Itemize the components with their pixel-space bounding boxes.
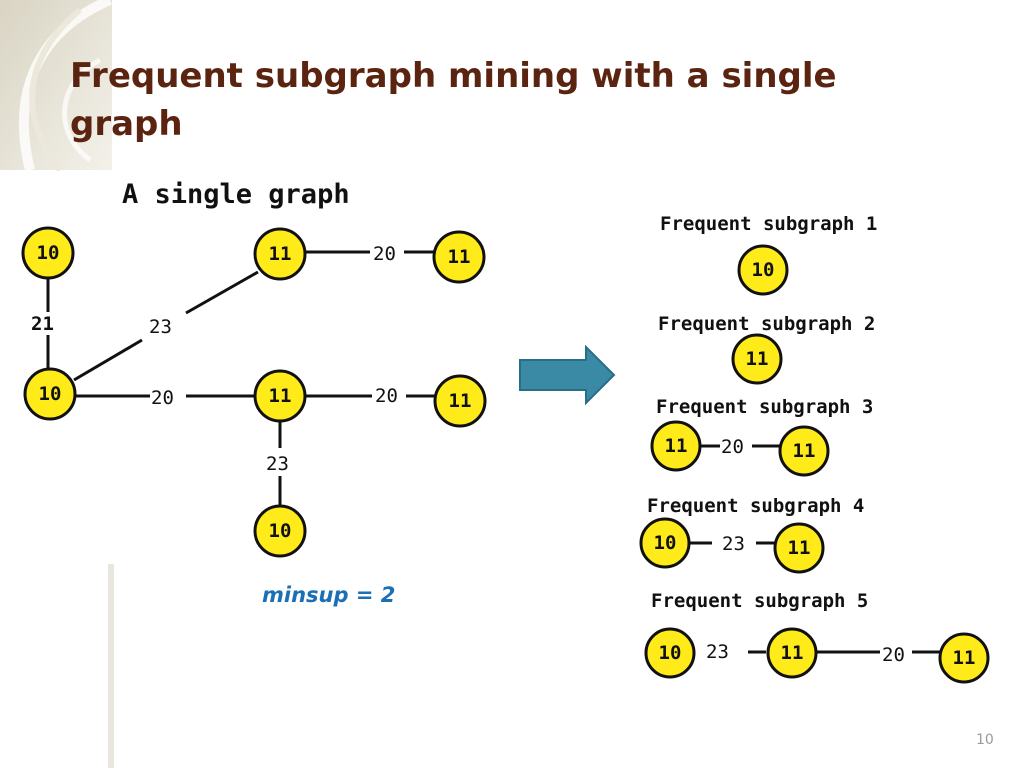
node-label: 10 bbox=[752, 259, 775, 281]
page-number: 10 bbox=[976, 732, 994, 748]
node-label: 11 bbox=[269, 243, 292, 265]
subgraph-node: 11 bbox=[938, 632, 990, 684]
frequent-subgraph-heading: Frequent subgraph 5 bbox=[651, 590, 868, 612]
subgraph-node: 11 bbox=[778, 425, 830, 477]
frequent-subgraph-heading: Frequent subgraph 1 bbox=[660, 213, 877, 235]
node-label: 10 bbox=[269, 520, 292, 542]
edge-label: 23 bbox=[722, 533, 745, 555]
frequent-subgraph-heading: Frequent subgraph 3 bbox=[656, 396, 873, 418]
single-graph-heading: A single graph bbox=[122, 179, 350, 210]
subgraph-node: 10 bbox=[639, 517, 691, 569]
edge-label: 23 bbox=[266, 453, 289, 475]
edge-label: 20 bbox=[375, 385, 398, 407]
minsup-label: minsup = 2 bbox=[262, 583, 396, 607]
node-label: 11 bbox=[665, 435, 688, 457]
node-label: 11 bbox=[788, 537, 811, 559]
graph-node: 11 bbox=[253, 369, 307, 423]
edge-label: 21 bbox=[31, 313, 54, 335]
graph-node: 11 bbox=[432, 230, 486, 284]
node-label: 11 bbox=[781, 642, 804, 664]
graph-node: 10 bbox=[21, 226, 75, 280]
node-label: 11 bbox=[449, 390, 472, 412]
subgraph-node: 11 bbox=[731, 333, 783, 385]
node-label: 10 bbox=[37, 242, 60, 264]
edge-b-c-upper bbox=[185, 270, 259, 315]
node-label: 11 bbox=[269, 385, 292, 407]
graph-node: 10 bbox=[23, 367, 77, 421]
edge-label: 20 bbox=[882, 644, 905, 666]
edge-label: 23 bbox=[149, 316, 172, 338]
node-label: 10 bbox=[659, 642, 682, 664]
frequent-subgraph-heading: Frequent subgraph 4 bbox=[647, 495, 864, 517]
subgraph-node: 11 bbox=[773, 522, 825, 574]
frequent-subgraph-heading: Frequent subgraph 2 bbox=[658, 313, 875, 335]
graph-node: 11 bbox=[253, 227, 307, 281]
node-label: 10 bbox=[654, 532, 677, 554]
edge-b-c-lower bbox=[73, 338, 143, 382]
edge-label: 20 bbox=[721, 436, 744, 458]
edge-label: 23 bbox=[706, 641, 729, 663]
subgraph-node: 10 bbox=[737, 244, 789, 296]
slide-title: Frequent subgraph mining with a single g… bbox=[70, 56, 837, 144]
node-label: 11 bbox=[448, 246, 471, 268]
node-label: 11 bbox=[746, 348, 769, 370]
right-arrow-icon bbox=[519, 344, 616, 406]
node-label: 11 bbox=[953, 647, 976, 669]
background-swirl bbox=[0, 0, 114, 768]
subgraph-node: 11 bbox=[650, 420, 702, 472]
node-label: 10 bbox=[39, 383, 62, 405]
graph-node: 10 bbox=[253, 504, 307, 558]
subgraph-node: 11 bbox=[766, 627, 818, 679]
graph-node: 11 bbox=[433, 374, 487, 428]
node-label: 11 bbox=[793, 440, 816, 462]
edge-label: 20 bbox=[151, 387, 174, 409]
subgraph-node: 10 bbox=[644, 627, 696, 679]
edge-label: 20 bbox=[373, 243, 396, 265]
